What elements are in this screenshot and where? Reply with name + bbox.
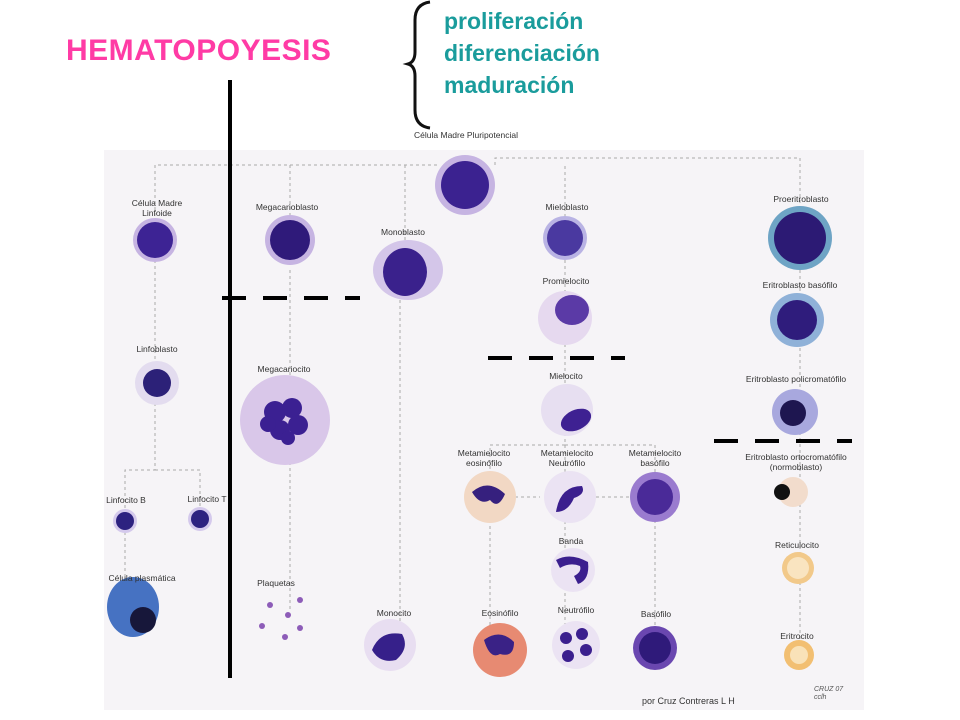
label-monoblast: Monoblasto	[381, 227, 425, 237]
cell-platelets	[259, 597, 303, 640]
label-neutrophil: Neutrófilo	[557, 605, 595, 615]
cell-megakaryocyte	[240, 375, 330, 465]
cell-baso-metamyelocyte	[630, 472, 680, 522]
label-neut-metamyelocyte: Metamielocito Neutrófilo	[540, 448, 594, 468]
label-lymphoid-stem: Célula Madre Linfoide	[131, 198, 183, 218]
label-eosinophil: Eosinófilo	[481, 608, 519, 618]
cell-myeloblast	[543, 216, 587, 260]
cell-stem	[435, 155, 495, 215]
label-basophil: Basófilo	[640, 609, 672, 619]
label-megakaryoblast: Megacarioblasto	[255, 202, 319, 212]
label-myelocyte: Mielocito	[549, 371, 583, 381]
label-baso-metamyelocyte: Metamielocito basófilo	[628, 448, 682, 468]
process-step-differentiation: diferenciación	[444, 40, 600, 66]
label-t-lymphocyte: Linfocito T	[187, 494, 227, 504]
cell-polychromatic-erythroblast	[772, 389, 818, 435]
label-reticulocyte: Reticulocito	[775, 540, 819, 550]
label-megakaryocyte: Megacariocito	[257, 364, 311, 374]
cell-b-lymphocyte	[113, 509, 137, 533]
label-lymphoblast: Linfoblasto	[136, 344, 178, 354]
label-b-lymphocyte: Linfocito B	[106, 495, 146, 505]
stage-separators	[222, 296, 852, 443]
label-orthochromatic-erythroblast: Eritroblasto ortocromatófilo (normoblast…	[745, 452, 847, 472]
cell-band	[551, 548, 595, 592]
label-platelets: Plaquetas	[257, 578, 295, 588]
label-polychromatic-erythroblast: Eritroblasto policromatófilo	[745, 374, 847, 384]
brace-mark	[402, 0, 431, 130]
cell-monoblast	[373, 240, 443, 300]
cell-orthochromatic-erythroblast	[774, 477, 808, 507]
label-basophilic-erythroblast: Eritroblasto basófilo	[762, 280, 838, 290]
label-promyelocyte: Promielocito	[542, 276, 590, 286]
lineage-connectors	[124, 157, 801, 655]
cell-lymphoblast	[135, 361, 179, 405]
cell-monocyte	[364, 619, 416, 671]
label-stem: Célula Madre Pluripotencial	[414, 130, 518, 140]
label-eos-metamyelocyte: Metamielocito eosinófilo	[457, 448, 511, 468]
cell-megakaryoblast	[265, 215, 315, 265]
label-erythrocyte: Eritrocito	[780, 631, 814, 641]
cell-promyelocyte	[538, 291, 592, 345]
label-proerythroblast: Proeritroblasto	[773, 194, 829, 204]
cell-erythrocyte	[784, 640, 814, 670]
label-monocyte: Monocito	[376, 608, 412, 618]
cell-eos-metamyelocyte	[464, 471, 516, 523]
cell-myelocyte	[541, 384, 593, 436]
cell-basophilic-erythroblast	[770, 293, 824, 347]
cell-basophil	[633, 626, 677, 670]
cell-plasma	[107, 577, 159, 637]
page-title: HEMATOPOYESIS	[66, 34, 332, 67]
label-myeloblast: Mieloblasto	[545, 202, 589, 212]
label-band: Banda	[558, 536, 584, 546]
process-step-maturation: maduración	[444, 72, 575, 98]
label-plasma-cell: Célula plasmática	[108, 573, 176, 583]
cell-reticulocyte	[782, 552, 814, 584]
cell-t-lymphocyte	[188, 507, 212, 531]
cell-proerythroblast	[768, 206, 832, 270]
cell-neut-metamyelocyte	[544, 471, 596, 523]
process-step-proliferation: proliferación	[444, 8, 584, 34]
cell-eosinophil	[473, 623, 527, 677]
author-credit: por Cruz Contreras L H	[642, 696, 735, 706]
cell-neutrophil	[552, 621, 600, 669]
cell-lymphoid-stem	[133, 218, 177, 262]
